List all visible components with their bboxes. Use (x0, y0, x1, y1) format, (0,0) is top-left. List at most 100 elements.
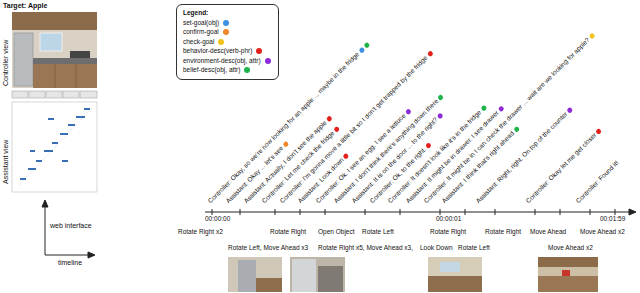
illustration-part (538, 257, 598, 267)
axis-label: web interface (50, 222, 92, 230)
illustration-part (30, 150, 35, 152)
illustration-part (42, 200, 48, 207)
legend-text: check-goal (183, 38, 214, 45)
axis-label: timeline (58, 259, 82, 267)
action-label: Move Ahead x2 (580, 228, 625, 236)
legend-text: belief-desc(obj, attr) (183, 66, 240, 73)
illustration-part (275, 209, 276, 215)
action-label: Rotate Left, Move Ahead x3 (228, 244, 308, 252)
act-dot (589, 32, 596, 39)
action-label: Rotate Left (458, 244, 490, 252)
illustration-part (12, 12, 97, 30)
action-label: Move Ahead (530, 228, 566, 236)
illustration-part (228, 257, 282, 292)
act-dot (595, 127, 602, 134)
illustration-part (12, 12, 97, 88)
act-dot (363, 42, 370, 49)
illustration-part (560, 209, 561, 215)
action-label: Rotate Right (270, 228, 306, 236)
action-label: Rotate Right x5, Move Ahead x3, (318, 244, 413, 252)
illustration-part (14, 33, 33, 86)
illustration-part (428, 257, 482, 292)
illustration-part (12, 102, 97, 192)
illustration-part (36, 160, 42, 162)
view-label: Controller view (2, 40, 10, 86)
thumbnail (290, 257, 345, 292)
thumbnail (428, 257, 482, 292)
illustration-part (55, 64, 56, 88)
illustration-part (205, 212, 630, 213)
illustration-part (365, 209, 366, 215)
illustration-part (615, 209, 616, 215)
view-label: Assistant view (2, 140, 10, 184)
illustration-part (325, 209, 326, 215)
illustration-part (46, 91, 62, 98)
legend-swatch (223, 29, 229, 35)
illustration-part (300, 209, 301, 215)
act-dot (480, 105, 487, 112)
thumbnail (228, 257, 282, 292)
legend-row: belief-desc(obj, attr) (183, 65, 271, 75)
illustration-part (63, 91, 79, 98)
utterance-text: Controller: It might be in I can check t… (422, 36, 590, 204)
legend-row: environment-desc(obj, attr) (183, 56, 271, 66)
illustration-part (538, 276, 598, 292)
timeline-axis (205, 209, 636, 215)
button-row (12, 91, 97, 98)
time-stamp: 00:00:00 (205, 215, 230, 223)
legend-heading: Legend: (183, 8, 271, 18)
illustration-part (562, 270, 570, 276)
legend-text: environment-desc(obj, attr) (183, 57, 261, 64)
utterance: Controller: It might be in I can check t… (422, 31, 596, 205)
legend-row: check-goal (183, 37, 271, 47)
illustration-part (33, 64, 97, 88)
illustration-part (292, 259, 316, 292)
illustration-part (68, 124, 75, 126)
illustration-part (70, 51, 90, 58)
illustration-part (428, 276, 482, 292)
illustration-part (629, 209, 636, 215)
action-label: Rotate Right x2 (178, 228, 223, 236)
illustration-part (535, 209, 536, 215)
illustration-part (212, 209, 213, 215)
action-label: Look Down (420, 244, 453, 252)
illustration-part (28, 168, 36, 170)
legend-swatch (256, 48, 262, 54)
illustration-part (18, 108, 92, 186)
legend-row: set-goal(obj) (183, 18, 271, 28)
controller-screenshot (12, 12, 97, 88)
act-dot (404, 108, 411, 115)
illustration-part (45, 205, 46, 255)
legend-text: behavior-desc(verb-phr) (183, 47, 252, 54)
illustration-part (240, 209, 241, 215)
legend-swatch (218, 39, 224, 45)
illustration-part (76, 64, 77, 88)
illustration-part (12, 91, 28, 98)
illustration-part (48, 118, 54, 120)
action-label: Rotate Right (485, 228, 521, 236)
legend-swatch (265, 58, 271, 64)
act-dot (426, 50, 433, 57)
illustration-part (290, 257, 345, 292)
illustration-part (40, 33, 62, 51)
legend-row: behavior-desc(verb-phr) (183, 46, 271, 56)
act-dot (358, 47, 365, 54)
action-label: Rotate Right (430, 228, 466, 236)
illustration-part (238, 260, 256, 292)
act-dot (513, 126, 520, 133)
utterance-text: Controller: Found it! (574, 159, 619, 204)
illustration-part (318, 266, 343, 292)
action-label: Open Object (318, 228, 355, 236)
illustration-part (84, 108, 90, 110)
legend-text: confirm-goal (183, 28, 219, 35)
axes-icon (42, 200, 95, 258)
time-stamp: 00:00:01 (436, 215, 461, 223)
illustration-part (44, 150, 53, 152)
illustration-part (495, 209, 496, 215)
time-stamp: 00:01:59 (600, 215, 625, 223)
legend-swatch (223, 20, 229, 26)
act-dot (342, 152, 349, 159)
illustration-part (45, 255, 90, 256)
illustration-part (20, 178, 26, 180)
